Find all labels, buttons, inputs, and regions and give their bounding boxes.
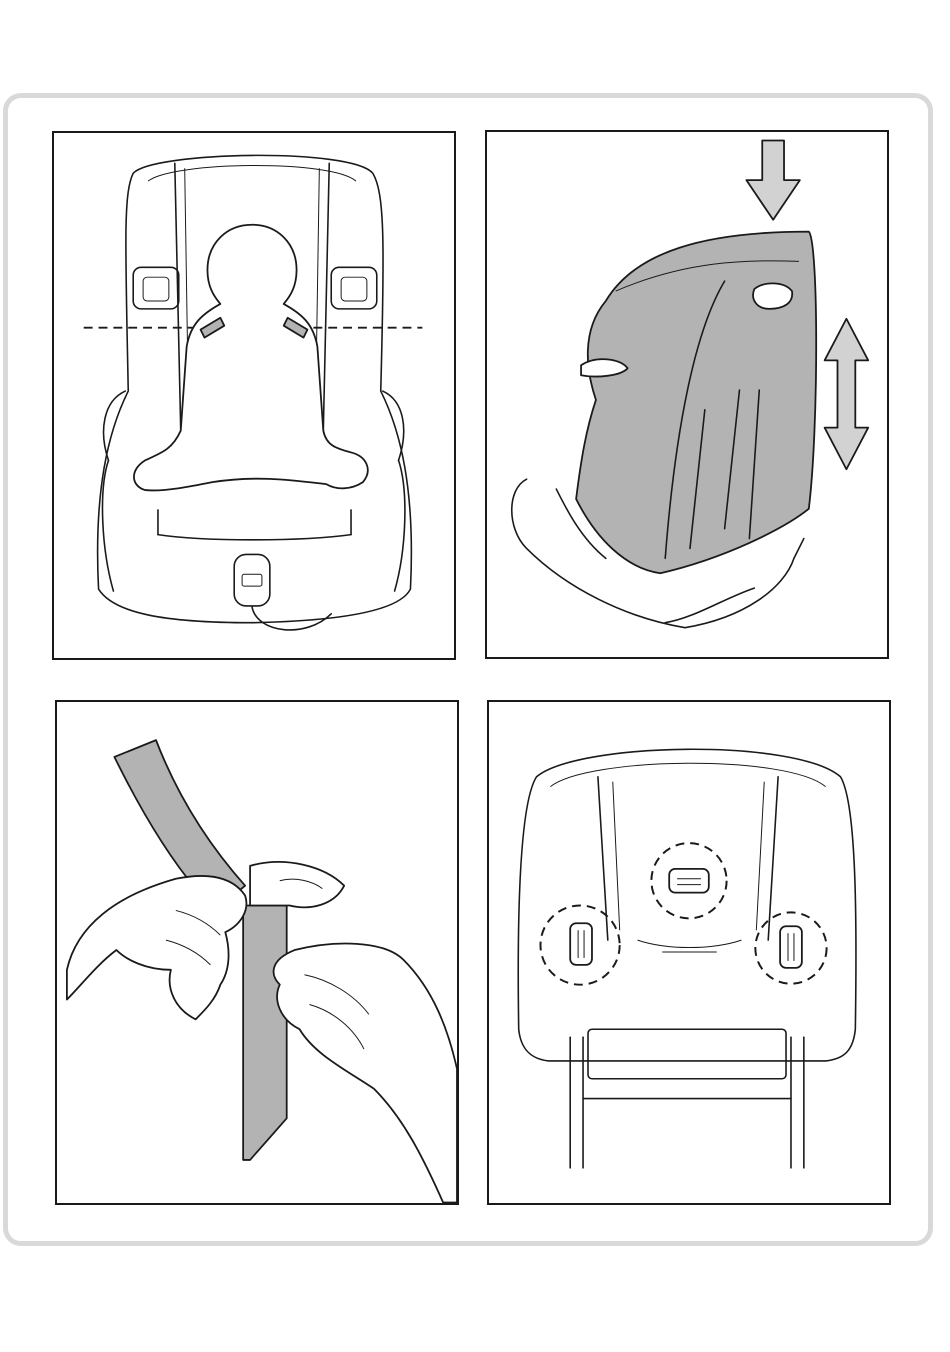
child-seat-front-icon (54, 133, 454, 658)
right-hand (274, 944, 457, 1203)
headrest-handle (753, 283, 792, 309)
seat-back-outline (518, 749, 856, 1061)
seat-base-frame (588, 1029, 786, 1079)
panel-harness-height-check (52, 131, 456, 660)
child-silhouette (134, 225, 368, 491)
panel-headrest-adjust (485, 130, 889, 659)
right-harness-slot (331, 267, 377, 309)
child-seat-side-icon (487, 132, 887, 657)
left-belt-guide (570, 923, 592, 965)
panel-belt-threading (55, 700, 459, 1205)
crotch-buckle (234, 554, 270, 605)
center-belt-guide (669, 869, 709, 893)
seat-back-shaded (576, 232, 816, 574)
press-down-arrow (746, 141, 799, 220)
slide-up-down-arrow (825, 319, 869, 469)
panel-seat-back-guides (487, 700, 891, 1205)
left-harness-slot (133, 267, 179, 309)
hands-belt-icon (57, 702, 457, 1203)
left-hand (67, 876, 247, 1019)
right-belt-guide (780, 926, 802, 968)
belt-guide-clip (250, 862, 344, 907)
seat-back-icon (489, 702, 889, 1203)
belt-strap-lower (243, 905, 287, 1159)
